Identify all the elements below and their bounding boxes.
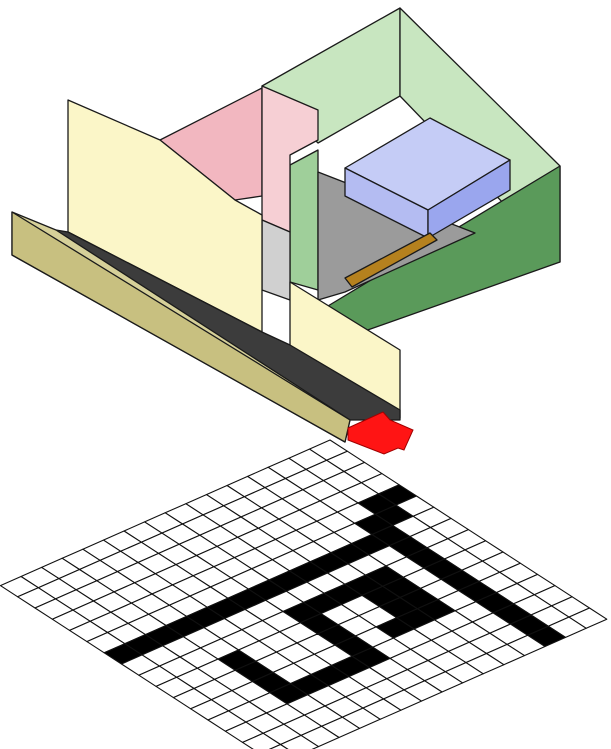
occupancy-grid bbox=[0, 440, 606, 749]
green-side-panel bbox=[290, 150, 318, 290]
passage-floor bbox=[262, 220, 290, 300]
room-shell bbox=[12, 8, 560, 442]
